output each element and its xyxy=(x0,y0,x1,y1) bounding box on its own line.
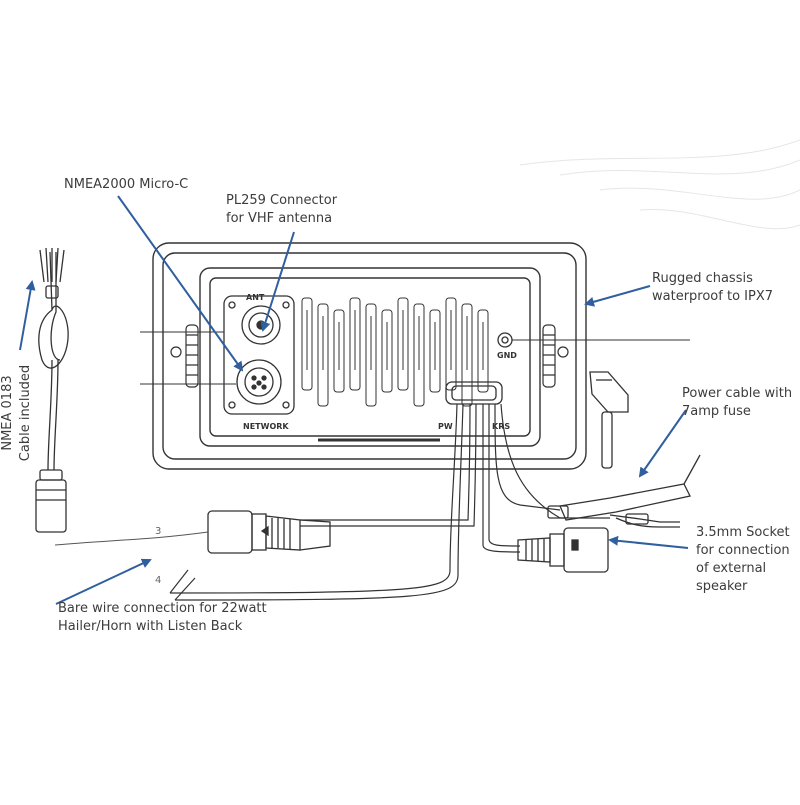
heat-sink-fin xyxy=(397,297,409,391)
arrow-pl259 xyxy=(260,231,295,332)
bare-wire-ends xyxy=(169,569,196,601)
heat-sink-fin xyxy=(477,309,489,393)
label-bare-wire: Bare wire connection for 22watt Hailer/H… xyxy=(58,601,267,634)
speaker-socket-plug xyxy=(517,527,609,573)
label-nmea0183: NMEA 0183 Cable included xyxy=(0,364,33,462)
label-pl259: PL259 Connector for VHF antenna xyxy=(226,193,338,226)
heat-sink-fin xyxy=(413,303,425,407)
arrow-socket xyxy=(608,535,689,549)
heat-sink-fin xyxy=(461,303,473,407)
heat-sink-fin xyxy=(445,297,457,391)
heat-sink-fin xyxy=(429,309,441,393)
arrow-bare-wire xyxy=(55,558,152,605)
arrow-chassis xyxy=(584,285,651,307)
wire-label-3: 3 xyxy=(155,526,161,537)
panel-label-ant: ANT xyxy=(246,293,265,302)
ant-connector xyxy=(241,305,281,345)
cable-bundle xyxy=(169,403,610,601)
nmea0183-cable xyxy=(35,247,69,533)
antenna-elbow-connector xyxy=(589,371,629,469)
arrow-power xyxy=(638,409,687,478)
reference-lines xyxy=(140,331,690,385)
background-swoosh xyxy=(519,139,800,230)
label-power-cable: Power cable with 7amp fuse xyxy=(682,386,793,419)
connector-plate xyxy=(223,295,295,415)
mount-knob-left xyxy=(170,324,199,388)
label-chassis: Rugged chassis waterproof to IPX7 xyxy=(652,271,773,304)
mount-knob-right xyxy=(542,324,569,388)
heat-sink-fin xyxy=(301,297,313,391)
heat-sink-fins xyxy=(301,297,489,407)
label-nmea2000: NMEA2000 Micro-C xyxy=(64,177,189,192)
panel-label-speakers: KRS xyxy=(492,422,510,431)
arrow-nmea0183 xyxy=(19,280,36,351)
wire-label-4: 4 xyxy=(155,575,161,586)
callout-arrows xyxy=(19,195,689,605)
panel-label-power: PW xyxy=(438,422,453,431)
network-connector xyxy=(236,359,282,405)
heat-sink-fin xyxy=(349,297,361,391)
arrow-nmea2000 xyxy=(117,195,244,372)
heat-sink-fin xyxy=(381,309,393,393)
hailer-plug xyxy=(207,510,331,554)
power-fuse-holder xyxy=(547,454,701,528)
radio-chassis xyxy=(152,242,587,470)
wire-3 xyxy=(54,531,209,546)
label-speaker-socket: 3.5mm Socket for connection of external … xyxy=(696,525,790,594)
cable-exit-block xyxy=(445,381,503,405)
heat-sink-fin xyxy=(317,303,329,407)
gnd-terminal xyxy=(497,332,513,348)
heat-sink-fin xyxy=(365,303,377,407)
panel-label-gnd: GND xyxy=(497,351,517,360)
heat-sink-fin xyxy=(333,309,345,393)
panel-label-network: NETWORK xyxy=(243,422,289,431)
